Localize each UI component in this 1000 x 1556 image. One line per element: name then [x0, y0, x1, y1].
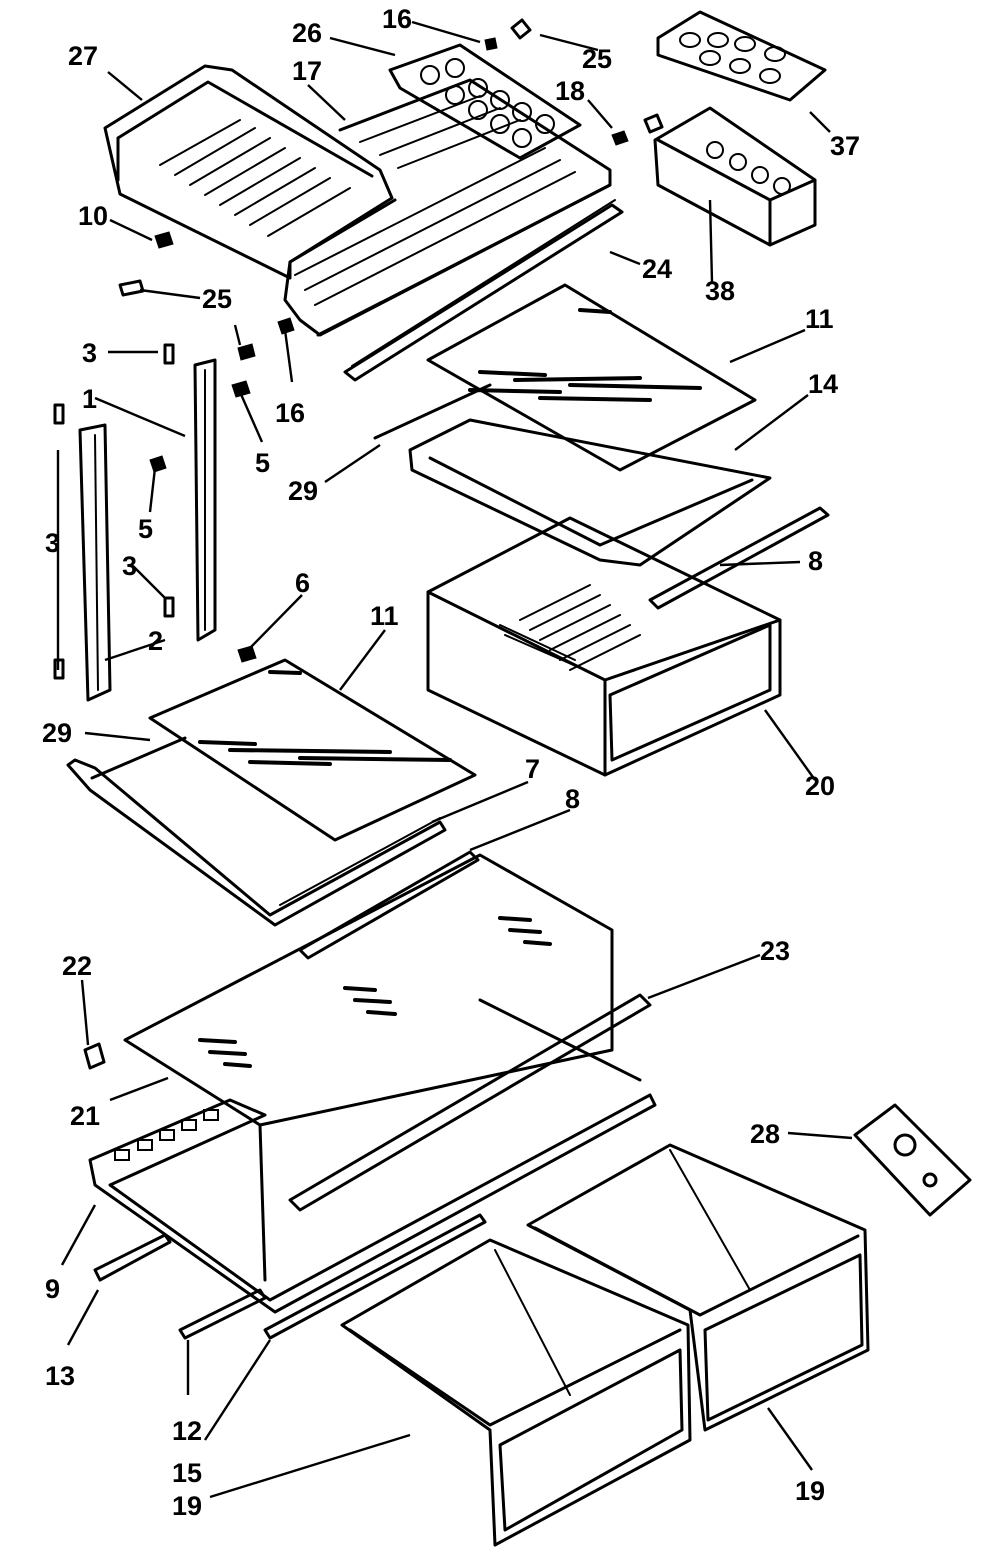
shelf-ladders — [53, 343, 217, 702]
callout-label: 15 — [172, 1458, 202, 1488]
divider-23 — [288, 993, 652, 1212]
shelf-frame-14 — [373, 383, 772, 567]
callout-label: 12 — [172, 1416, 202, 1446]
callout-label: 11 — [805, 304, 834, 334]
callout-label: 19 — [795, 1476, 825, 1506]
callout-label: 24 — [642, 254, 672, 284]
crisper-drawer-left — [340, 1238, 692, 1547]
callout-label: 8 — [565, 784, 580, 814]
callout-label: 20 — [805, 771, 835, 801]
callout-label: 1 — [82, 384, 97, 414]
crisper-drawer-right — [526, 1143, 870, 1432]
callout-label: 13 — [45, 1361, 75, 1391]
callout-label: 25 — [582, 44, 612, 74]
top-shelf-part — [283, 78, 612, 337]
callout-label: 27 — [68, 41, 98, 71]
crisper-frame-9 — [88, 1093, 657, 1340]
callout-label: 23 — [760, 936, 790, 966]
callout-label: 5 — [255, 448, 270, 478]
meat-drawer-20 — [426, 506, 830, 777]
callout-label: 10 — [78, 201, 108, 231]
egg-holder-part — [656, 10, 827, 102]
crisper-cover-21 — [123, 850, 614, 1282]
callout-label: 25 — [202, 284, 232, 314]
bracket-28 — [853, 1103, 972, 1217]
glass-shelf-upper — [426, 283, 757, 472]
crisper-bin-part — [103, 64, 397, 280]
callout-label: 8 — [808, 546, 823, 576]
callout-label: 5 — [138, 514, 153, 544]
callout-label: 19 — [172, 1491, 202, 1521]
callout-label: 17 — [292, 56, 322, 86]
callout-label: 38 — [705, 276, 735, 306]
callout-label: 26 — [292, 18, 322, 48]
dairy-bin-part — [653, 106, 817, 247]
glass-shelf-lower — [148, 658, 477, 842]
callout-label: 21 — [70, 1101, 100, 1131]
callout-label: 3 — [45, 528, 60, 558]
shelf-rail-24 — [343, 199, 624, 382]
callout-label: 37 — [830, 131, 860, 161]
callout-label: 7 — [525, 754, 540, 784]
callout-label: 11 — [370, 601, 399, 631]
callout-label: 9 — [45, 1274, 60, 1304]
leader-lines — [56, 20, 853, 1499]
callout-label: 29 — [42, 718, 72, 748]
callout-label: 6 — [295, 568, 310, 598]
callout-label: 16 — [275, 398, 305, 428]
callout-label: 16 — [382, 4, 412, 34]
callout-label: 18 — [555, 76, 585, 106]
callout-label: 3 — [122, 551, 137, 581]
callout-label: 3 — [82, 338, 97, 368]
shelf-frame-7 — [66, 736, 447, 927]
callout-label: 2 — [148, 626, 163, 656]
callout-label: 14 — [808, 369, 838, 399]
callout-labels: 27 26 16 25 17 18 37 10 24 38 25 11 3 16… — [42, 4, 860, 1521]
egg-tray-part — [388, 43, 582, 160]
callout-label: 29 — [288, 476, 318, 506]
callout-label: 28 — [750, 1119, 780, 1149]
callout-label: 22 — [62, 951, 92, 981]
